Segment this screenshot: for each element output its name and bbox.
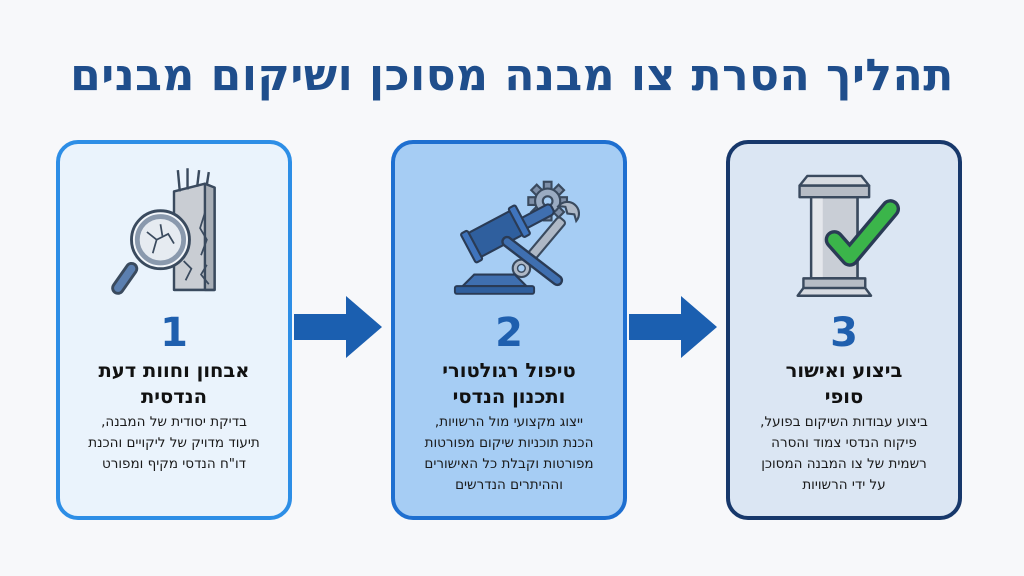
step-card-1: 1 אבחון וחוות דעת הנדסית בדיקת יסודית של…: [56, 140, 292, 520]
step-number: 1: [160, 310, 188, 356]
step-heading: טיפול רגולטורי ותכנון הנדסי: [442, 359, 576, 408]
step-description: ייצוג מקצועי מול הרשויות, הכנת תוכניות ש…: [424, 414, 594, 493]
page-title: תהליך הסרת צו מבנה מסוכן ושיקום מבנים: [70, 50, 954, 101]
step-heading: אבחון וחוות דעת הנדסית: [98, 359, 250, 408]
magnifier-cracked-column-icon: [111, 168, 216, 295]
column-checkmark-icon: [796, 174, 901, 297]
step-card-3: 3 ביצוע ואישור סופי ביצוע עבודות השיקום …: [726, 140, 962, 520]
step-number: 3: [830, 310, 858, 356]
arrow-right-icon: [294, 296, 382, 358]
step-card-2: 2 טיפול רגולטורי ותכנון הנדסי ייצוג מקצו…: [391, 140, 627, 520]
gavel-wrench-gear-icon: [453, 180, 581, 295]
step-description: ביצוע עבודות השיקום בפועל, פיקוח הנדסי צ…: [760, 414, 928, 493]
step-description: בדיקת יסודית של המבנה, תיעוד מדויק של לי…: [88, 414, 260, 472]
step-number: 2: [495, 310, 523, 356]
arrow-right-icon: [629, 296, 717, 358]
step-heading: ביצוע ואישור סופי: [785, 359, 903, 408]
